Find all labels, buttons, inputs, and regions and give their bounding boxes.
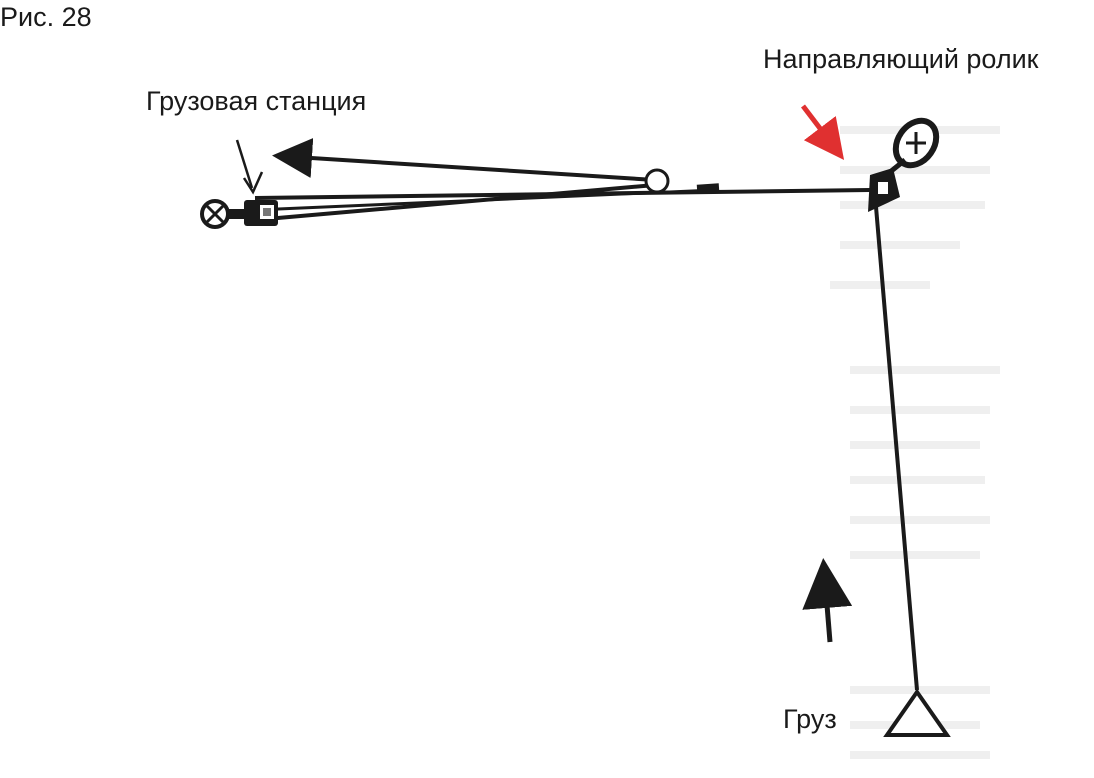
pulley-pointer-arrow: [801, 104, 845, 160]
vertical-rope: [873, 194, 919, 691]
pulley-icon: [868, 117, 940, 212]
load-triangle-icon: [883, 688, 951, 737]
guide-pulley-label: Направляющий ролик: [763, 44, 1039, 74]
station-pointer-arrow: [235, 139, 254, 189]
traveling-pulley-icon: [644, 168, 670, 194]
haul-rope-mid: [254, 188, 716, 212]
lift-direction-arrow: [802, 558, 853, 643]
load-label: Груз: [783, 704, 837, 734]
prusik-knot-icon: [696, 183, 720, 194]
station-pointer-arrow-head: [242, 171, 264, 195]
pull-direction-arrow: [272, 138, 656, 182]
anchor-ring-icon: [200, 199, 244, 229]
figure-label: Рис. 28: [0, 2, 92, 32]
rope-grab-icon: [244, 200, 278, 226]
cargo-station-label: Грузовая станция: [146, 86, 367, 116]
